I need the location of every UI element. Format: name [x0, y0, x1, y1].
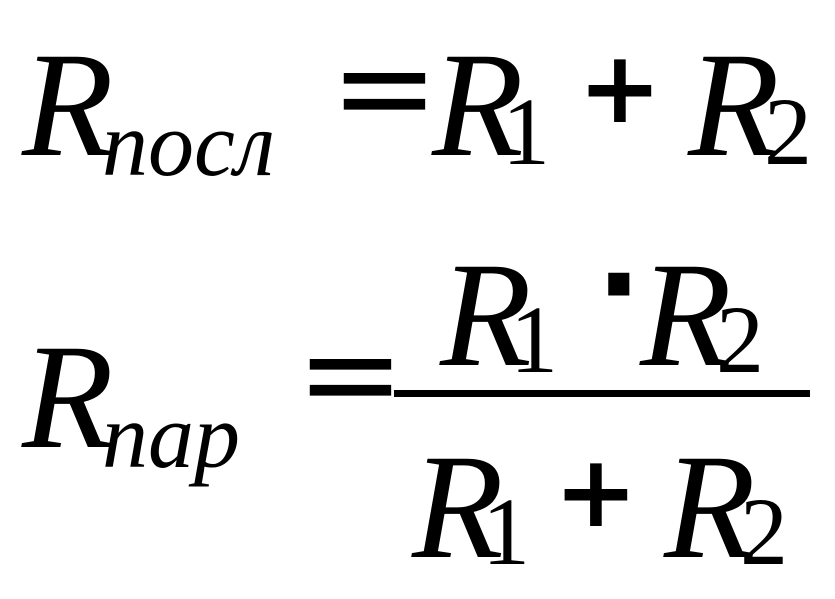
series-term1-index: 1 — [502, 78, 550, 185]
denominator-term2-symbol: R — [664, 424, 756, 590]
series-plus-sign: + — [578, 29, 662, 146]
denominator-term1-index: 1 — [482, 478, 530, 585]
series-term2-symbol: R — [688, 22, 780, 188]
series-lhs-subscript: посл — [102, 93, 275, 195]
numerator-term2-symbol: R — [640, 232, 732, 398]
series-term1-symbol: R — [432, 22, 524, 188]
parallel-lhs-symbol: R — [22, 314, 114, 480]
denominator-plus-sign: + — [554, 433, 638, 550]
parallel-equals-sign: = — [296, 297, 405, 449]
series-equals-sign: = — [330, 11, 439, 163]
series-lhs-symbol: R — [22, 22, 114, 188]
denominator-term1-symbol: R — [412, 424, 504, 590]
numerator-multiply-dot: · — [596, 216, 642, 355]
fraction-bar — [394, 390, 810, 397]
parallel-lhs-subscript: пар — [102, 385, 240, 487]
numerator-term1-index: 1 — [510, 286, 558, 393]
denominator-term2-index: 2 — [740, 478, 788, 585]
numerator-term2-index: 2 — [716, 286, 764, 393]
numerator-term1-symbol: R — [440, 232, 532, 398]
series-term2-index: 2 — [764, 78, 812, 185]
